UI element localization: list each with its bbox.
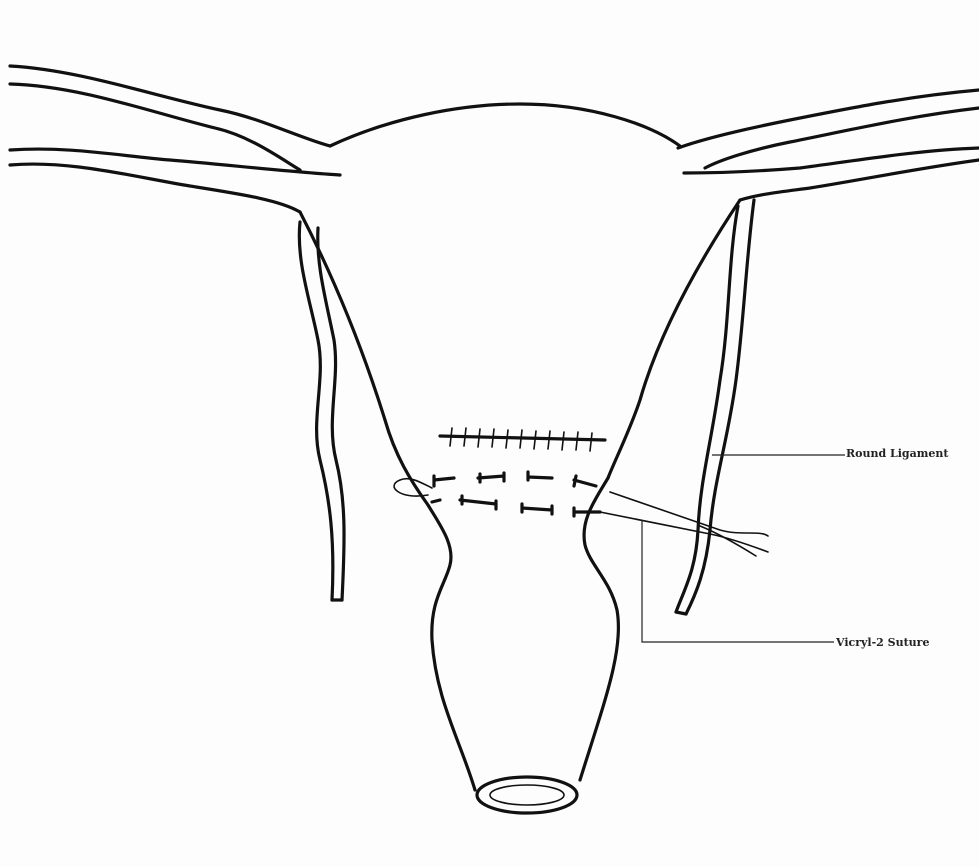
right-round-ligament <box>676 200 754 614</box>
suture-leader <box>642 520 834 642</box>
suture-label: Vicryl-2 Suture <box>836 636 929 649</box>
external-os <box>477 777 577 813</box>
left-fallopian-tube <box>10 66 340 212</box>
round-ligament-label: Round Ligament <box>846 447 948 460</box>
suture-stitches <box>432 472 600 516</box>
left-round-ligament <box>299 222 344 600</box>
cervix <box>428 478 618 813</box>
incision-stitches <box>440 428 605 451</box>
right-fallopian-tube <box>678 90 979 200</box>
